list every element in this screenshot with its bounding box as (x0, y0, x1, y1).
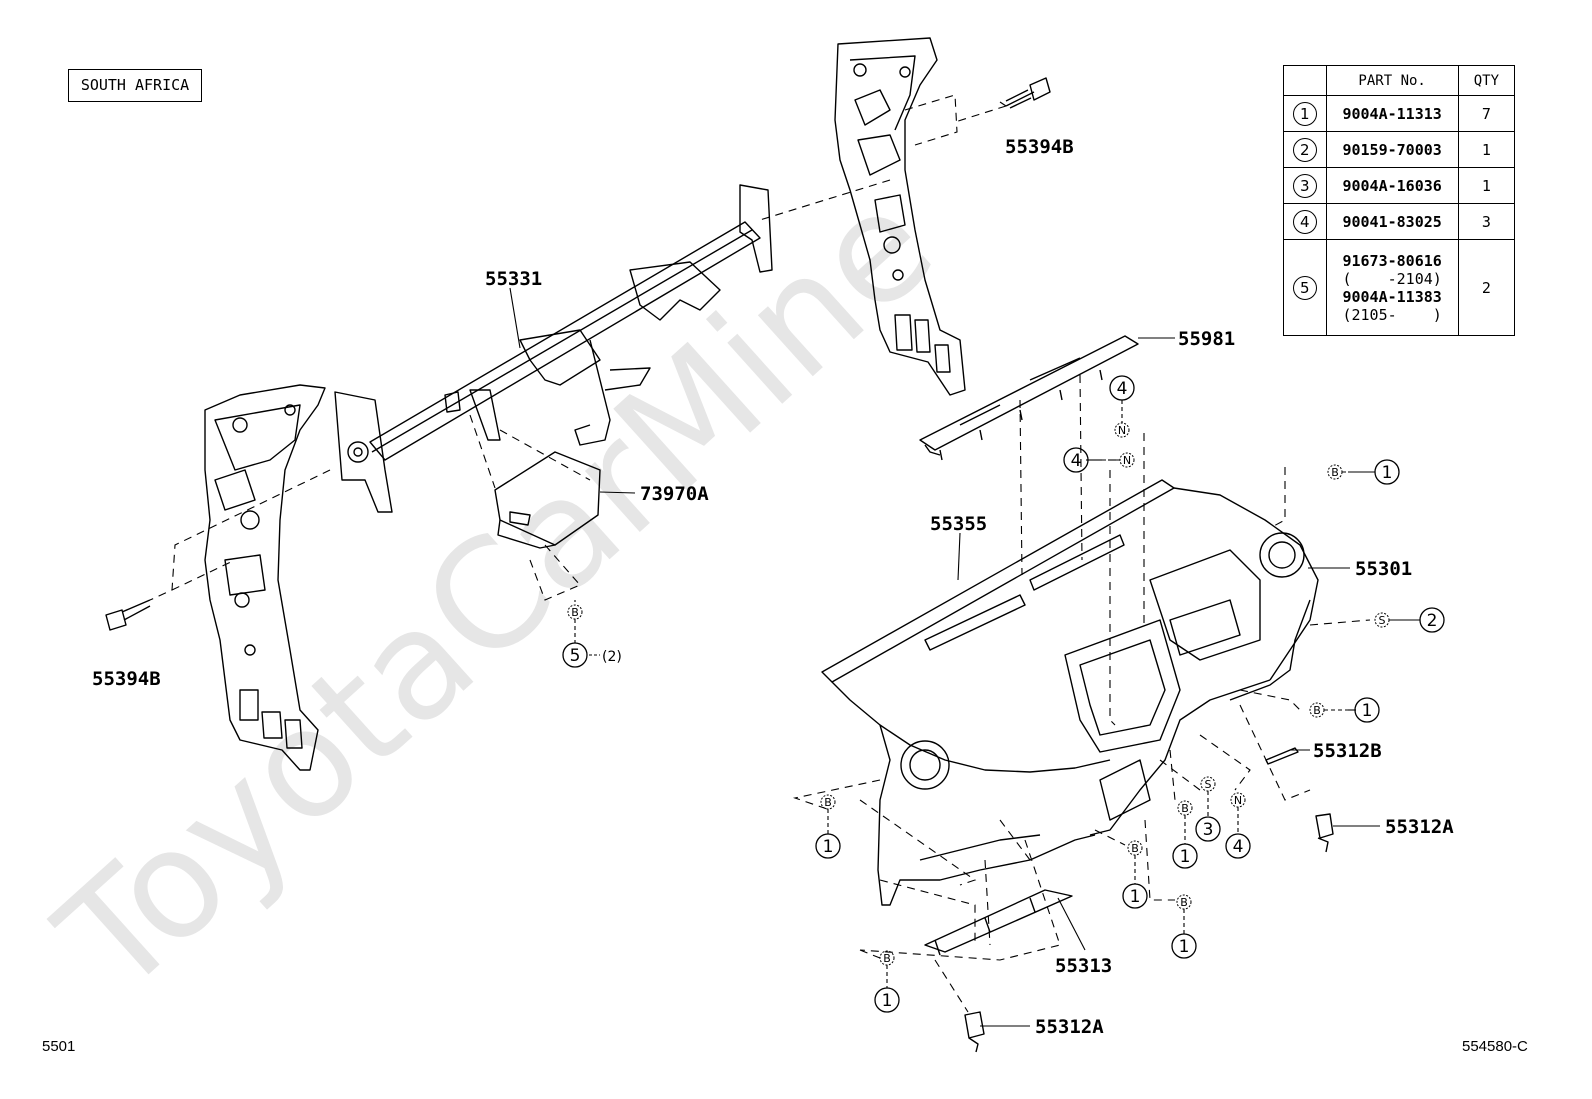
callout-4: 4 (1233, 837, 1244, 857)
right-side-bracket (834, 37, 966, 396)
callout-letter-b: B (1313, 704, 1321, 717)
table-row: 1 9004A-11313 7 (1283, 95, 1516, 132)
page-code-right: 554580-C (1462, 1038, 1528, 1055)
bolt-55394B-left (105, 599, 151, 631)
callout-1: 1 (1179, 937, 1190, 957)
part-no-alt-range: (2105- ) (1342, 305, 1442, 324)
callout-5-quantity: (2) (602, 649, 622, 665)
ref-circle: 4 (1292, 209, 1317, 234)
callout-3: 3 (1203, 820, 1214, 840)
callout-letter-b: B (883, 952, 891, 965)
lower-strip-55313 (924, 889, 1073, 956)
table-row: 4 90041-83025 3 (1283, 203, 1516, 240)
label-55312A-bottom: 55312A (1035, 1016, 1104, 1038)
label-55312B: 55312B (1313, 740, 1382, 762)
label-55355: 55355 (930, 513, 987, 535)
ref-circle: 3 (1292, 173, 1317, 198)
callout-letter-n: N (1234, 794, 1242, 807)
table-row: 5 91673-80616 ( -2104) 9004A-11383 (2105… (1283, 239, 1516, 336)
label-55331: 55331 (485, 268, 542, 290)
defroster-garnish-55981 (919, 335, 1139, 461)
callout-letter-b: B (1181, 802, 1189, 815)
page-code-left: 5501 (42, 1038, 76, 1055)
table-header-part-no: PART No. (1325, 65, 1459, 96)
label-55981: 55981 (1178, 328, 1235, 350)
callout-1: 1 (1130, 887, 1141, 907)
part-no-range: ( -2104) (1342, 269, 1442, 288)
table-row: 2 90159-70003 1 (1283, 131, 1516, 168)
clip-55312A-right (1315, 813, 1334, 853)
callout-2: 2 (1427, 611, 1438, 631)
ref-circle: 5 (1292, 275, 1317, 300)
bolt-55394B-top (1005, 77, 1051, 109)
label-55312A-right: 55312A (1385, 816, 1454, 838)
qty: 1 (1457, 167, 1516, 204)
callout-letter-b: B (1331, 466, 1339, 479)
part-no: 9004A-11313 (1325, 95, 1459, 132)
region-label: SOUTH AFRICA (68, 69, 202, 102)
ref-circle: 2 (1292, 137, 1317, 162)
callout-letter-b: B (1180, 896, 1188, 909)
callout-1: 1 (1382, 463, 1393, 483)
qty: 7 (1457, 95, 1516, 132)
table-header-qty: QTY (1457, 65, 1516, 96)
callout-letter-n: N (1118, 424, 1126, 437)
part-no: 9004A-16036 (1325, 167, 1459, 204)
parts-table: PART No. QTY 1 9004A-11313 7 2 90159-700… (1283, 65, 1516, 336)
callout-1: 1 (1362, 701, 1373, 721)
callout-1: 1 (882, 991, 893, 1011)
part-no-alt: 9004A-11383 (1342, 287, 1442, 306)
part-no: 90159-70003 (1325, 131, 1459, 168)
part-no: 90041-83025 (1325, 203, 1459, 240)
table-header-ref (1283, 65, 1327, 96)
callout-4: 4 (1117, 379, 1128, 399)
clip-55312A-bottom (964, 1011, 985, 1053)
qty: 3 (1457, 203, 1516, 240)
callout-letter-s: S (1379, 614, 1386, 627)
airbag-73970A (494, 451, 601, 549)
label-55394B-top: 55394B (1005, 136, 1074, 158)
instrument-panel-55301 (821, 479, 1319, 906)
callout-letter-b: B (824, 796, 832, 809)
callout-letter-b: B (1131, 842, 1139, 855)
callout-1: 1 (823, 837, 834, 857)
table-row: 3 9004A-16036 1 (1283, 167, 1516, 204)
callout-letter-s: S (1205, 778, 1212, 791)
part-no: 91673-80616 (1342, 251, 1442, 270)
label-55394B-left: 55394B (92, 668, 161, 690)
reinforcement-beam (334, 184, 773, 513)
label-55301: 55301 (1355, 558, 1412, 580)
left-side-bracket (204, 384, 326, 771)
callout-letter-n: N (1123, 454, 1131, 467)
label-55313: 55313 (1055, 955, 1112, 977)
label-73970A: 73970A (640, 483, 709, 505)
callout-5: 5 (570, 646, 581, 666)
qty: 1 (1457, 131, 1516, 168)
callout-letter-b: B (571, 606, 579, 619)
qty: 2 (1457, 239, 1516, 336)
ref-circle: 1 (1292, 101, 1317, 126)
callout-1: 1 (1180, 847, 1191, 867)
callout-4: 4 (1071, 451, 1082, 471)
